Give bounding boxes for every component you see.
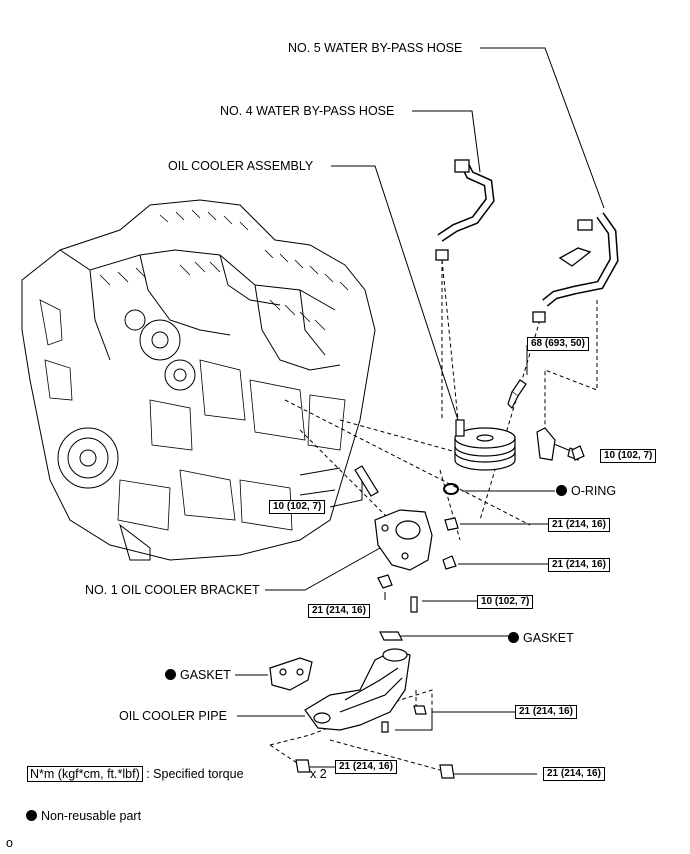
torque-68: 68 (693, 50) [527,337,589,351]
gasket-right-part [379,631,403,641]
torque-21-bracket-low: 21 (214, 16) [308,604,370,618]
torque-21-bracket-mid: 21 (214, 16) [548,558,610,572]
pipe-bolts [295,445,585,779]
oil-cooler-pipe-label: OIL COOLER PIPE [119,709,227,723]
legend-torque: N*m (kgf*cm, ft.*lbf) : Specified torque [27,766,244,782]
no4-hose [435,159,495,261]
leader-lines [235,47,605,775]
stud-bolt [354,465,379,497]
legend-non-reusable: Non-reusable part [26,809,141,823]
non-reusable-dot-icon [26,810,37,821]
non-reusable-dot-icon [508,632,519,643]
non-reusable-dot-icon [556,485,567,496]
oil-cooler-pipe-part [304,648,411,731]
torque-21-bracket-top: 21 (214, 16) [548,518,610,532]
no5-hose-label: NO. 5 WATER BY-PASS HOSE [288,41,463,55]
no1-bracket-label: NO. 1 OIL COOLER BRACKET [85,583,260,597]
legend-unit-box: N*m (kgf*cm, ft.*lbf) [27,766,143,782]
no1-oil-cooler-bracket [374,509,433,571]
torque-10-right: 10 (102, 7) [600,449,657,463]
torque-10-left: 10 (102, 7) [269,500,326,514]
o-ring-part [443,483,459,495]
gasket-left-part [269,657,313,691]
no5-hose [532,212,619,323]
torque-21-pipe-bottom: 21 (214, 16) [335,760,397,774]
gasket-left-label: GASKET [165,668,231,682]
alignment-lines [269,259,598,771]
quantity-label: x 2 [310,767,327,781]
o-ring-label: O-RING [556,484,616,498]
engine-illustration [21,199,376,561]
torque-21-pipe-far: 21 (214, 16) [543,767,605,781]
no4-hose-label: NO. 4 WATER BY-PASS HOSE [220,104,395,118]
legend-unit-text: : Specified torque [146,767,244,781]
bracket-bolts [377,517,459,613]
torque-21-pipe-right: 21 (214, 16) [515,705,577,719]
torque-10-stud: 10 (102, 7) [477,595,534,609]
non-reusable-dot-icon [165,669,176,680]
union-bolt [507,379,527,410]
gasket-right-label: GASKET [508,631,574,645]
oil-cooler-assembly-label: OIL COOLER ASSEMBLY [168,159,314,173]
page-mark: o [6,836,13,850]
oil-cooler-assembly [454,419,516,471]
